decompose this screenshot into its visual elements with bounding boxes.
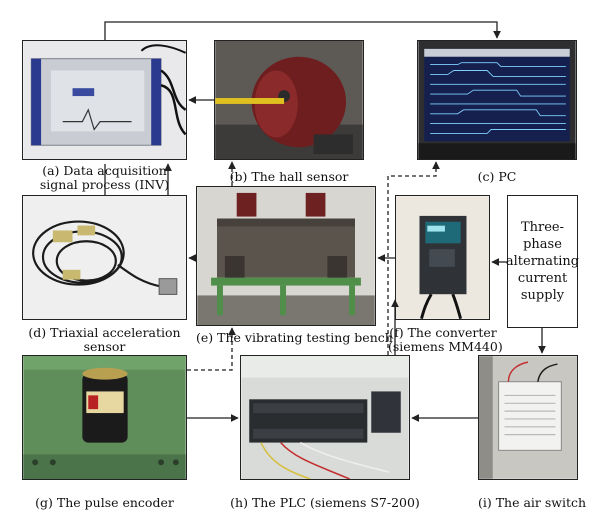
caption-b: (b) The hall sensor (214, 170, 364, 184)
panel-c-pc-photo (417, 40, 577, 160)
three-phase-supply-box: Three- phase alternating current supply (506, 195, 579, 328)
caption-f: (f) The converter (siemens MM440) (388, 325, 503, 354)
supply-line-3: alternating (505, 254, 580, 269)
caption-b-line-1: (b) The hall sensor (229, 169, 349, 184)
caption-e-line-1: (e) The vibrating testing bench (196, 330, 393, 345)
supply-line-1: Three- (520, 220, 565, 235)
caption-i-line-1: (i) The air switch (478, 495, 587, 510)
caption-a: (a) Data acquisition signal process (INV… (22, 164, 187, 192)
panel-e-vibrating-bench-photo (196, 186, 376, 326)
caption-f-line-2: (siemens MM440) (388, 339, 503, 354)
converter-illustration (396, 196, 489, 319)
panel-f-converter-photo (395, 195, 490, 320)
plc-illustration (241, 356, 409, 479)
panel-a-daq-photo (22, 40, 187, 160)
caption-e: (e) The vibrating testing bench (196, 330, 393, 345)
caption-i: (i) The air switch (478, 495, 587, 510)
caption-d: (d) Triaxial acceleration sensor (22, 326, 187, 354)
caption-c: (c) PC (417, 170, 577, 184)
panel-h-plc-photo (240, 355, 410, 480)
caption-g-line-1: (g) The pulse encoder (35, 495, 174, 510)
panel-b-hall-sensor-photo (214, 40, 364, 160)
caption-d-line-1: (d) Triaxial acceleration (28, 325, 181, 340)
panel-g-pulse-encoder-photo (22, 355, 187, 480)
caption-h-line-1: (h) The PLC (siemens S7-200) (230, 495, 420, 510)
caption-d-line-2: sensor (83, 339, 126, 354)
caption-c-line-1: (c) PC (477, 169, 517, 184)
arrow-daq-to-pc (104, 21, 501, 40)
supply-line-4: current (517, 271, 568, 286)
caption-f-line-1: (f) The converter (389, 325, 497, 340)
motor-illustration (215, 41, 363, 159)
pc-monitor-illustration (418, 41, 576, 159)
caption-a-line-2: signal process (INV) (39, 177, 170, 192)
caption-a-line-1: (a) Data acquisition (42, 163, 167, 178)
accelerometer-cables-illustration (23, 196, 186, 319)
vibrating-bench-illustration (197, 187, 375, 325)
supply-line-5: supply (520, 288, 565, 303)
caption-h: (h) The PLC (siemens S7-200) (230, 496, 420, 510)
air-switch-illustration (479, 356, 577, 479)
panel-d-accelerometer-photo (22, 195, 187, 320)
pulse-encoder-illustration (23, 356, 186, 479)
caption-g: (g) The pulse encoder (22, 496, 187, 510)
supply-label: Three- phase alternating current supply (506, 219, 579, 304)
daq-device-illustration (23, 41, 186, 159)
panel-i-air-switch-photo (478, 355, 578, 480)
supply-line-2: phase (523, 237, 562, 252)
